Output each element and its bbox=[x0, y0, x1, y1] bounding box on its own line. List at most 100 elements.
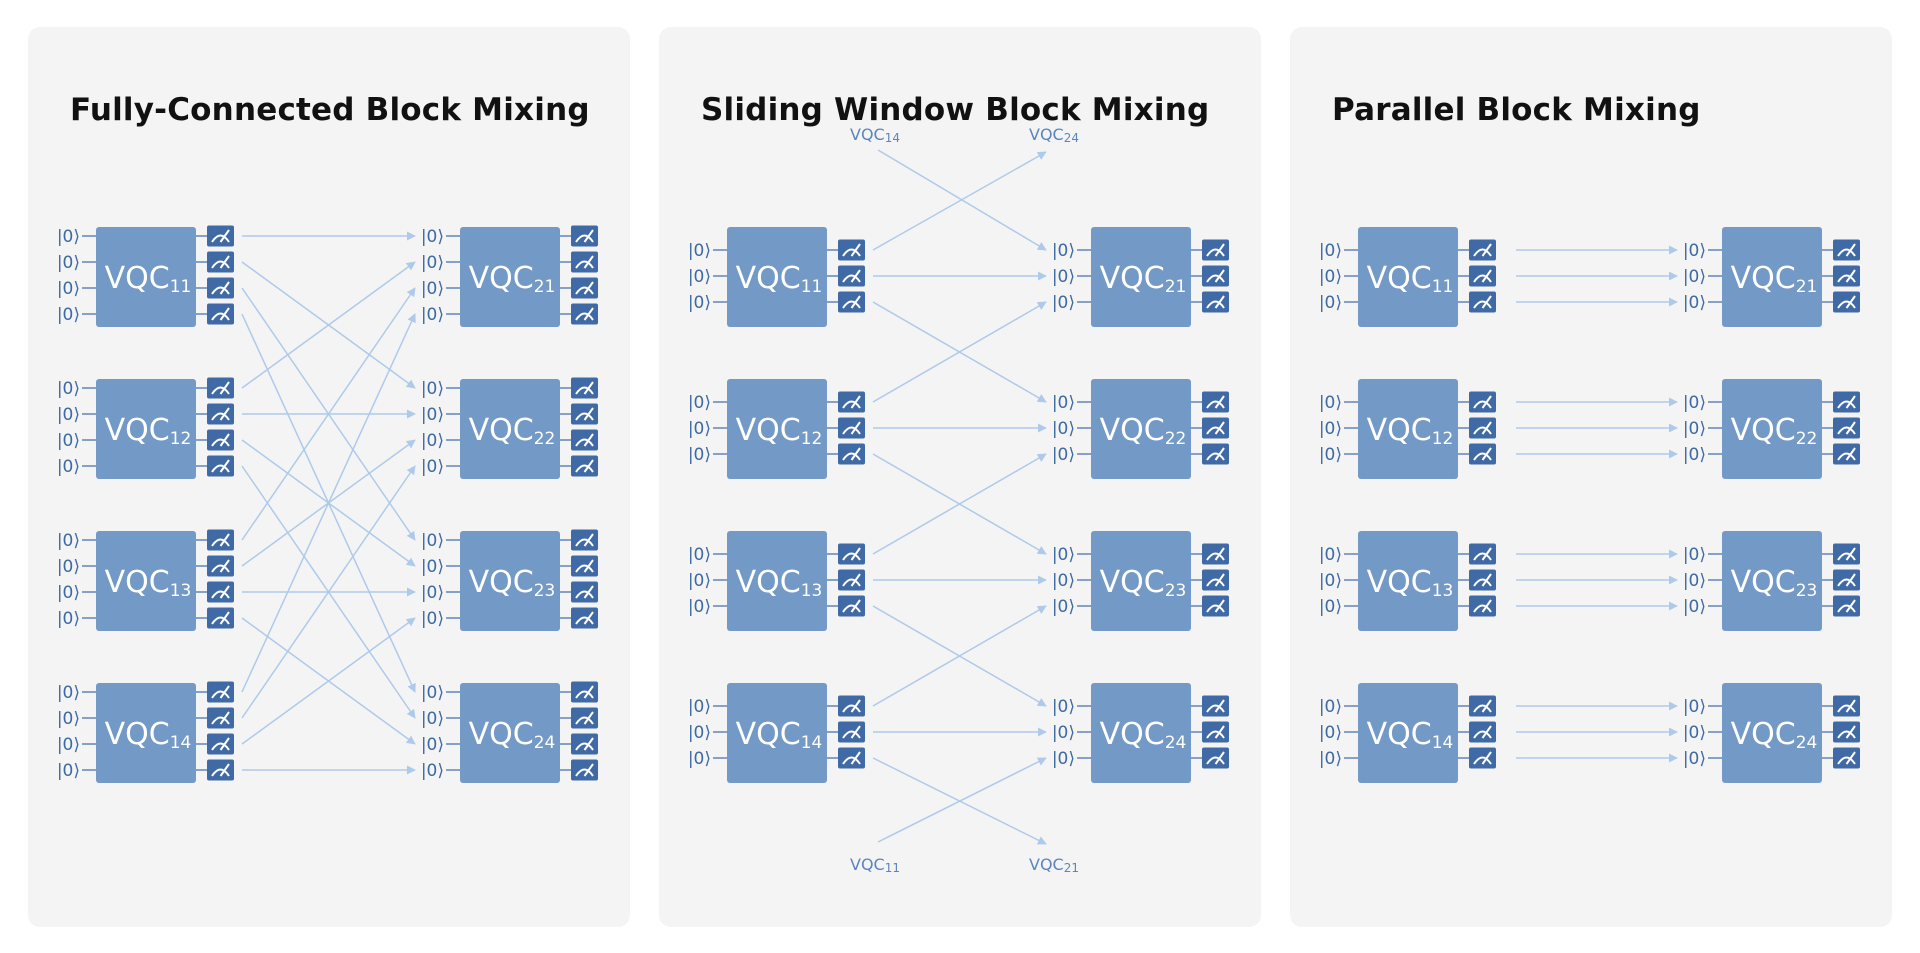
measurement-meter-icon bbox=[571, 607, 598, 629]
wrap-arrow bbox=[877, 149, 1047, 251]
external-block-label: VQC14 bbox=[850, 125, 900, 145]
qubit-initial-state-label: |0⟩ bbox=[688, 723, 711, 743]
vqc-label: VQC11 bbox=[1367, 261, 1454, 297]
vqc-block-vqc14: |0⟩|0⟩|0⟩|0⟩VQC14 bbox=[57, 683, 207, 783]
vqc-label: VQC24 bbox=[1100, 717, 1187, 753]
vqc-box bbox=[96, 227, 196, 327]
vqc-box bbox=[1722, 227, 1822, 327]
vqc-label: VQC22 bbox=[1100, 413, 1187, 449]
measurement-meter-icon bbox=[1469, 543, 1496, 565]
qubit-initial-state-label: |0⟩ bbox=[1052, 419, 1075, 439]
vqc-block-vqc21: |0⟩|0⟩|0⟩VQC21 bbox=[1052, 227, 1202, 327]
connection-arrow bbox=[872, 453, 1047, 555]
measurement-meter-icon bbox=[571, 681, 598, 703]
measurement-meter-icon bbox=[1833, 569, 1860, 591]
qubit-initial-state-label: |0⟩ bbox=[421, 253, 444, 273]
measurement-meter-icon bbox=[571, 555, 598, 577]
vqc-box bbox=[460, 683, 560, 783]
vqc-block-vqc24: |0⟩|0⟩|0⟩VQC24 bbox=[1683, 683, 1833, 783]
vqc-label: VQC21 bbox=[469, 261, 556, 297]
measurement-meter-icon bbox=[838, 265, 865, 287]
qubit-initial-state-label: |0⟩ bbox=[57, 557, 80, 577]
vqc-box bbox=[460, 227, 560, 327]
qubit-initial-state-label: |0⟩ bbox=[1319, 419, 1342, 439]
measurement-meter-icon bbox=[571, 759, 598, 781]
measurement-meter-icon bbox=[1469, 747, 1496, 769]
qubit-initial-state-label: |0⟩ bbox=[421, 279, 444, 299]
qubit-initial-state-label: |0⟩ bbox=[57, 305, 80, 325]
measurement-meter-icon bbox=[571, 733, 598, 755]
vqc-block-vqc22: |0⟩|0⟩|0⟩VQC22 bbox=[1052, 379, 1202, 479]
vqc-box bbox=[96, 379, 196, 479]
qubit-initial-state-label: |0⟩ bbox=[1319, 393, 1342, 413]
qubit-initial-state-label: |0⟩ bbox=[57, 253, 80, 273]
measurement-meter-icon bbox=[207, 225, 234, 247]
qubit-initial-state-label: |0⟩ bbox=[57, 735, 80, 755]
vqc-block-vqc23: |0⟩|0⟩|0⟩VQC23 bbox=[1683, 531, 1833, 631]
vqc-box bbox=[96, 683, 196, 783]
vqc-label: VQC13 bbox=[105, 565, 192, 601]
measurement-meter-icon bbox=[1469, 569, 1496, 591]
qubit-initial-state-label: |0⟩ bbox=[1052, 445, 1075, 465]
vqc-label: VQC12 bbox=[1367, 413, 1454, 449]
measurement-meter-icon bbox=[1202, 265, 1229, 287]
vqc-label: VQC24 bbox=[1731, 717, 1818, 753]
vqc-box bbox=[1722, 531, 1822, 631]
measurement-meter-icon bbox=[207, 581, 234, 603]
measurement-meter-icon bbox=[1202, 239, 1229, 261]
measurement-meter-icon bbox=[571, 707, 598, 729]
qubit-initial-state-label: |0⟩ bbox=[57, 379, 80, 399]
qubit-initial-state-label: |0⟩ bbox=[1319, 445, 1342, 465]
vqc-box bbox=[1091, 379, 1191, 479]
vqc-box bbox=[727, 379, 827, 479]
qubit-initial-state-label: |0⟩ bbox=[421, 457, 444, 477]
vqc-block-vqc12: |0⟩|0⟩|0⟩VQC12 bbox=[688, 379, 838, 479]
vqc-label: VQC13 bbox=[736, 565, 823, 601]
qubit-initial-state-label: |0⟩ bbox=[57, 609, 80, 629]
vqc-block-vqc23: |0⟩|0⟩|0⟩|0⟩VQC23 bbox=[421, 531, 571, 631]
qubit-initial-state-label: |0⟩ bbox=[688, 571, 711, 591]
connection-arrow bbox=[241, 465, 416, 719]
measurement-meter-icon bbox=[1202, 721, 1229, 743]
qubit-initial-state-label: |0⟩ bbox=[1683, 749, 1706, 769]
measurement-meter-icon bbox=[1469, 391, 1496, 413]
measurement-meter-icon bbox=[1469, 721, 1496, 743]
external-block-label: VQC21 bbox=[1029, 855, 1079, 875]
vqc-block-vqc13: |0⟩|0⟩|0⟩VQC13 bbox=[1319, 531, 1469, 631]
qubit-initial-state-label: |0⟩ bbox=[57, 531, 80, 551]
vqc-box bbox=[1358, 379, 1458, 479]
measurement-meter-icon bbox=[207, 607, 234, 629]
qubit-initial-state-label: |0⟩ bbox=[421, 431, 444, 451]
vqc-box bbox=[1091, 531, 1191, 631]
qubit-initial-state-label: |0⟩ bbox=[57, 761, 80, 781]
qubit-initial-state-label: |0⟩ bbox=[57, 457, 80, 477]
measurement-meter-icon bbox=[207, 759, 234, 781]
vqc-block-vqc13: |0⟩|0⟩|0⟩|0⟩VQC13 bbox=[57, 531, 207, 631]
measurement-meter-icon bbox=[838, 695, 865, 717]
measurement-meter-icon bbox=[1833, 543, 1860, 565]
qubit-initial-state-label: |0⟩ bbox=[421, 379, 444, 399]
vqc-label: VQC24 bbox=[469, 717, 556, 753]
vqc-block-vqc11: |0⟩|0⟩|0⟩VQC11 bbox=[1319, 227, 1469, 327]
measurement-meter-icon bbox=[207, 455, 234, 477]
qubit-initial-state-label: |0⟩ bbox=[1052, 267, 1075, 287]
vqc-label: VQC13 bbox=[1367, 565, 1454, 601]
qubit-initial-state-label: |0⟩ bbox=[57, 227, 80, 247]
qubit-initial-state-label: |0⟩ bbox=[421, 735, 444, 755]
measurement-meter-icon bbox=[1833, 291, 1860, 313]
measurement-meter-icon bbox=[1833, 721, 1860, 743]
panel-title: Fully-Connected Block Mixing bbox=[70, 92, 590, 128]
measurement-meter-icon bbox=[207, 429, 234, 451]
qubit-initial-state-label: |0⟩ bbox=[421, 557, 444, 577]
measurement-meter-icon bbox=[838, 721, 865, 743]
measurement-meter-icon bbox=[207, 555, 234, 577]
connection-arrow bbox=[241, 287, 416, 541]
qubit-initial-state-label: |0⟩ bbox=[1683, 419, 1706, 439]
measurement-meter-icon bbox=[207, 303, 234, 325]
qubit-initial-state-label: |0⟩ bbox=[1683, 597, 1706, 617]
vqc-label: VQC22 bbox=[1731, 413, 1818, 449]
connection-arrow bbox=[241, 617, 416, 745]
vqc-label: VQC22 bbox=[469, 413, 556, 449]
qubit-initial-state-label: |0⟩ bbox=[1319, 241, 1342, 261]
vqc-label: VQC23 bbox=[469, 565, 556, 601]
